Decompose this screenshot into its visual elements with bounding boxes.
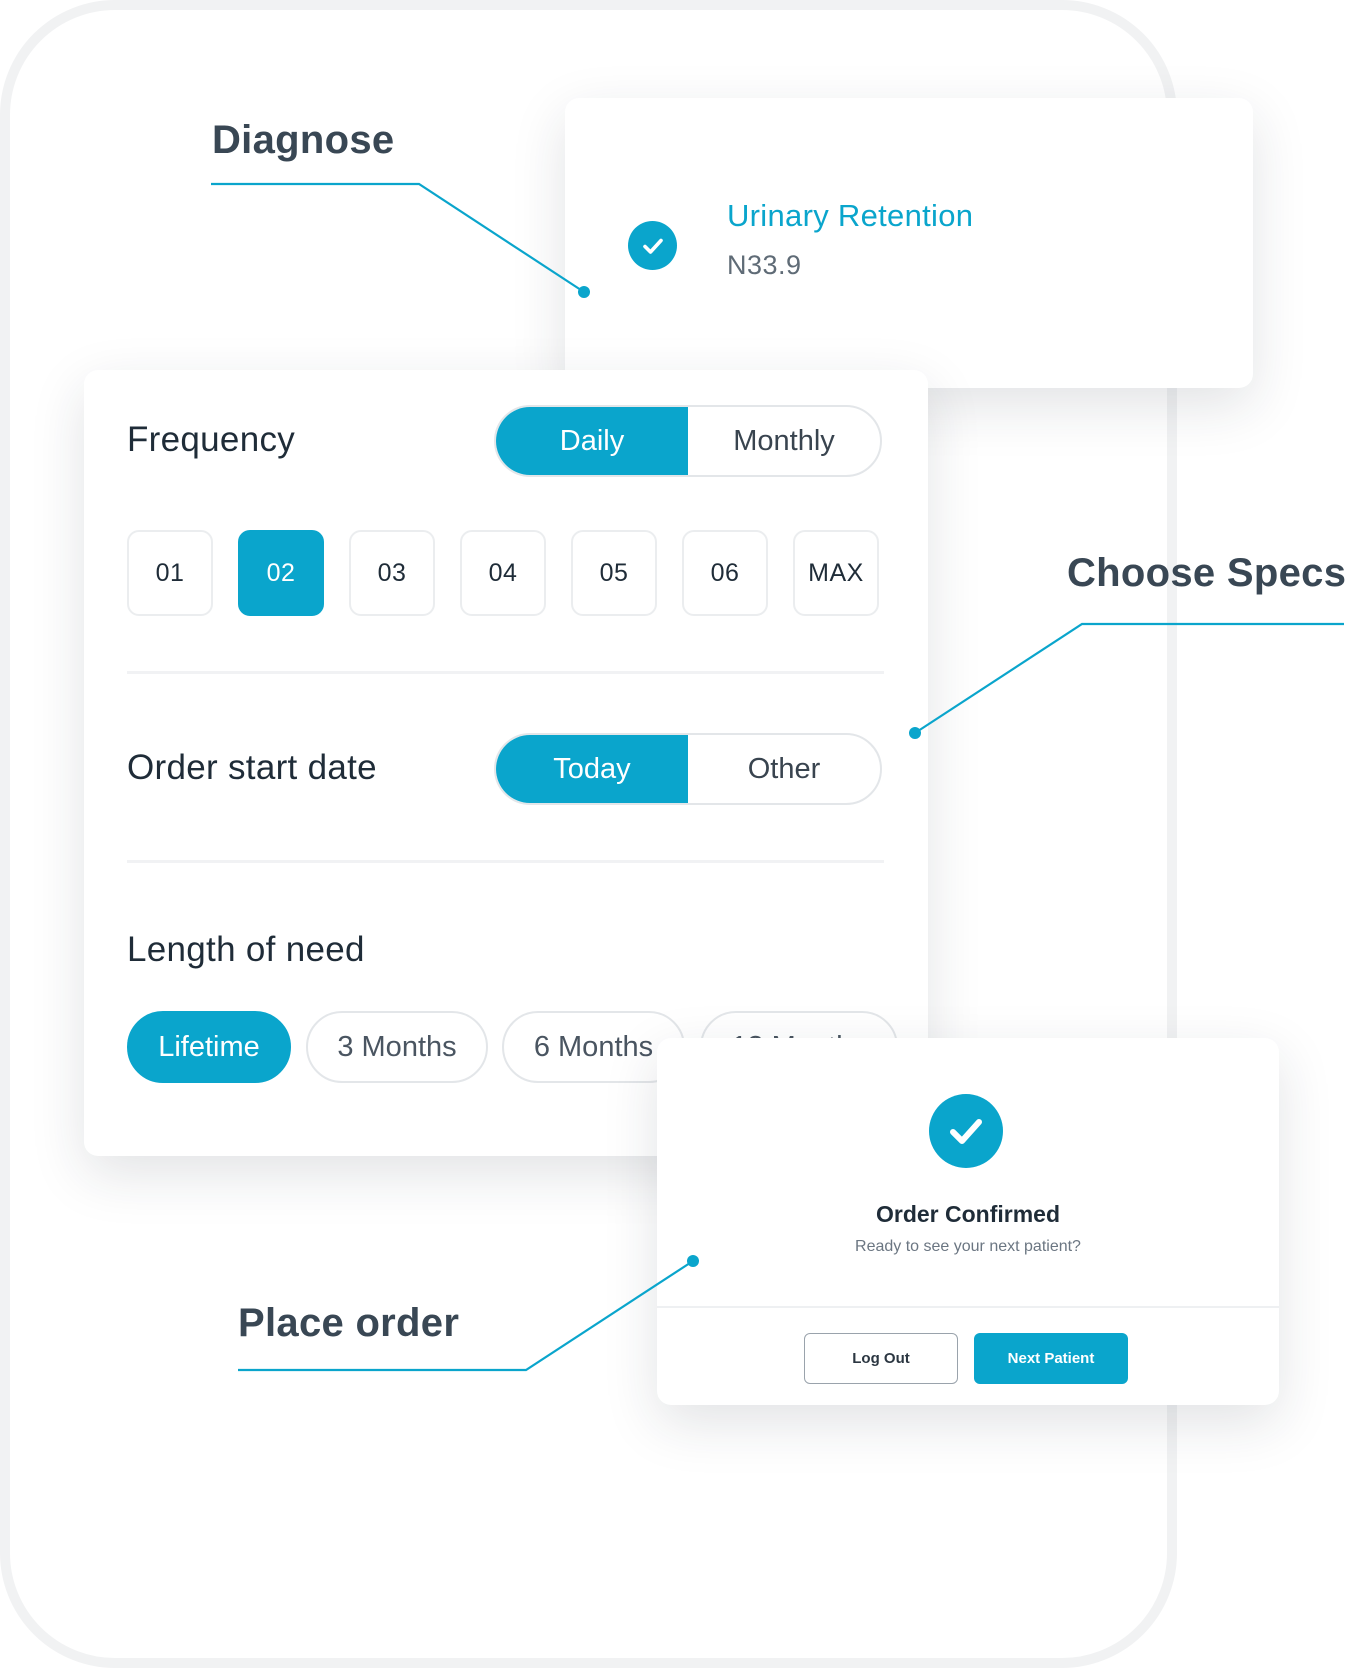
start-date-toggle: Today Other — [494, 733, 882, 805]
length-of-need-label: Length of need — [127, 930, 365, 969]
diagnosis-name: Urinary Retention — [727, 198, 974, 233]
start-date-option-today[interactable]: Today — [496, 735, 688, 803]
diagnose-callout: Diagnose — [212, 118, 395, 162]
start-date-option-other[interactable]: Other — [747, 752, 821, 785]
diagnose-connector — [211, 182, 585, 293]
count-button-02[interactable]: 02 — [238, 530, 324, 616]
choose-specs-connector — [914, 622, 1344, 734]
log-out-button[interactable]: Log Out — [804, 1333, 958, 1384]
confirmation-title: Order Confirmed — [875, 1201, 1061, 1227]
place-order-callout: Place order — [238, 1301, 460, 1345]
count-button-01[interactable]: 01 — [127, 530, 213, 616]
count-button-04[interactable]: 04 — [460, 530, 546, 616]
count-button-05[interactable]: 05 — [571, 530, 657, 616]
diagnosis-card[interactable]: Urinary Retention N33.9 — [565, 98, 1253, 388]
choose-specs-callout: Choose Specs — [1067, 551, 1347, 595]
count-button-03[interactable]: 03 — [349, 530, 435, 616]
count-button-06[interactable]: 06 — [682, 530, 768, 616]
order-confirmed-dialog: Order Confirmed Ready to see your next p… — [657, 1038, 1279, 1405]
frequency-option-monthly[interactable]: Monthly — [733, 424, 835, 457]
diagnosis-code: N33.9 — [727, 250, 802, 280]
order-start-date-label: Order start date — [127, 748, 377, 787]
length-option-lifetime[interactable]: Lifetime — [127, 1011, 291, 1083]
confirmation-subtitle: Ready to see your next patient? — [855, 1238, 1081, 1255]
diagnose-connector-dot — [578, 286, 590, 298]
length-option-3-months[interactable]: 3 Months — [306, 1011, 488, 1083]
length-option-6-months[interactable]: 6 Months — [502, 1011, 685, 1083]
check-circle-icon — [929, 1094, 1003, 1168]
divider — [657, 1306, 1279, 1308]
divider — [127, 860, 884, 863]
place-order-connector — [238, 1260, 694, 1372]
choose-specs-connector-dot — [909, 727, 921, 739]
divider — [127, 671, 884, 674]
frequency-label: Frequency — [127, 420, 296, 459]
next-patient-button[interactable]: Next Patient — [974, 1333, 1128, 1384]
specs-card: Frequency Daily Monthly 01 02 03 04 05 0… — [84, 370, 928, 1156]
frequency-toggle: Daily Monthly — [494, 405, 882, 477]
count-button-max[interactable]: MAX — [793, 530, 879, 616]
place-order-connector-dot — [687, 1255, 699, 1267]
check-circle-icon — [628, 221, 677, 270]
frequency-option-daily[interactable]: Daily — [496, 407, 688, 475]
